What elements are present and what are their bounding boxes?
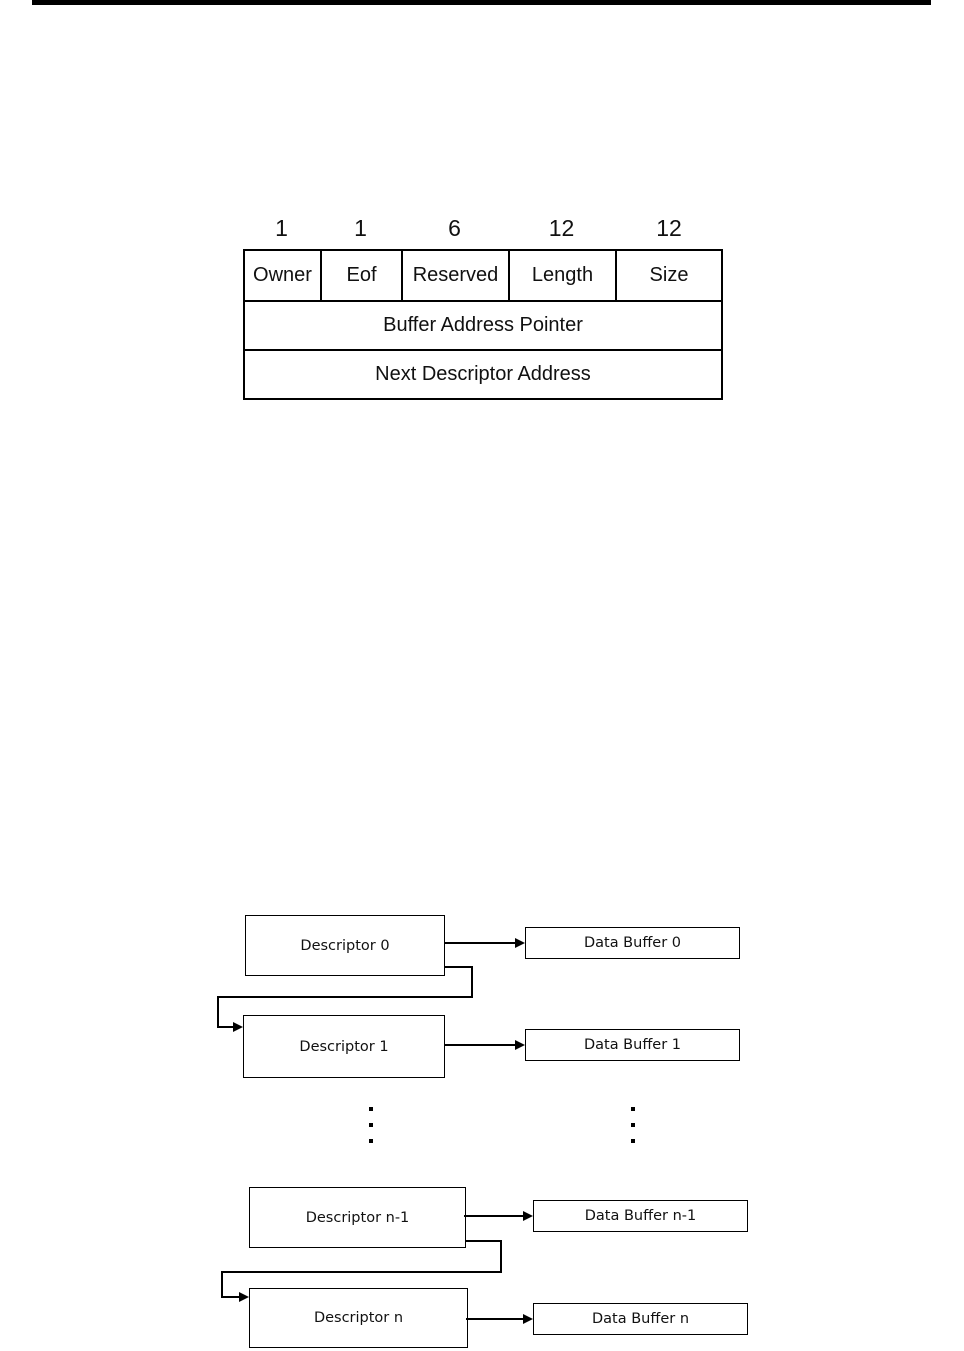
field-header-row: Owner Eof Reserved Length Size: [245, 251, 721, 302]
ellipsis-dot: [631, 1123, 635, 1127]
data-buffer-n-box: Data Buffer n: [533, 1303, 748, 1335]
arrow-descriptorN-to-bufferN-head: [523, 1314, 533, 1324]
link-descriptor0-to-descriptor1-seg2: [471, 966, 473, 998]
arrow-descriptorN-to-bufferN-line: [466, 1318, 524, 1320]
buffer-address-pointer-row: Buffer Address Pointer: [245, 302, 721, 351]
ellipsis-dot: [369, 1139, 373, 1143]
link-descriptorN1-to-descriptorN-seg5: [221, 1296, 240, 1298]
link-descriptor0-to-descriptor1-seg1: [444, 966, 473, 968]
link-descriptor0-to-descriptor1-seg5: [217, 1026, 234, 1028]
field-cell-eof: Eof: [322, 251, 403, 300]
field-cell-reserved: Reserved: [403, 251, 510, 300]
ellipsis-dot: [631, 1139, 635, 1143]
link-descriptorN1-to-descriptorN-seg2: [500, 1240, 502, 1273]
data-buffer-1-box: Data Buffer 1: [525, 1029, 740, 1061]
arrow-descriptor0-to-buffer0-head: [515, 938, 525, 948]
bit-width-label-length: 12: [548, 215, 575, 241]
arrow-descriptor1-to-buffer1-line: [445, 1044, 516, 1046]
ellipsis-dot: [631, 1107, 635, 1111]
field-cell-owner: Owner: [245, 251, 322, 300]
bit-width-label-owner: 1: [275, 215, 288, 241]
link-descriptorN1-to-descriptorN-head: [239, 1292, 249, 1302]
descriptor-format-table: Owner Eof Reserved Length Size Buffer Ad…: [243, 249, 723, 400]
data-buffer-0-box: Data Buffer 0: [525, 927, 740, 959]
link-descriptor0-to-descriptor1-head: [233, 1022, 243, 1032]
descriptor-n1-box: Descriptor n-1: [249, 1187, 466, 1248]
descriptor-n-box: Descriptor n: [249, 1288, 468, 1348]
data-buffer-n1-box: Data Buffer n-1: [533, 1200, 748, 1232]
arrow-descriptorN1-to-bufferN1-line: [464, 1215, 524, 1217]
ellipsis-dot: [369, 1123, 373, 1127]
bit-width-label-size: 12: [656, 215, 682, 241]
descriptor-0-box: Descriptor 0: [245, 915, 445, 976]
descriptor-1-box: Descriptor 1: [243, 1015, 445, 1078]
link-descriptorN1-to-descriptorN-seg3: [221, 1271, 502, 1273]
ellipsis-dot: [369, 1107, 373, 1111]
bit-width-label-eof: 1: [354, 215, 367, 241]
link-descriptorN1-to-descriptorN-seg1: [465, 1240, 502, 1242]
link-descriptor0-to-descriptor1-seg3: [217, 996, 473, 998]
arrow-descriptor0-to-buffer0-line: [444, 942, 516, 944]
header-rule: [32, 0, 931, 5]
arrow-descriptorN1-to-bufferN1-head: [523, 1211, 533, 1221]
bit-width-label-reserved: 6: [448, 215, 461, 241]
field-cell-size: Size: [649, 264, 689, 286]
link-descriptorN1-to-descriptorN-seg4: [221, 1271, 223, 1298]
arrow-descriptor1-to-buffer1-head: [515, 1040, 525, 1050]
next-descriptor-address-row: Next Descriptor Address: [375, 363, 591, 385]
field-cell-length: Length: [510, 251, 617, 300]
link-descriptor0-to-descriptor1-seg4: [217, 996, 219, 1027]
